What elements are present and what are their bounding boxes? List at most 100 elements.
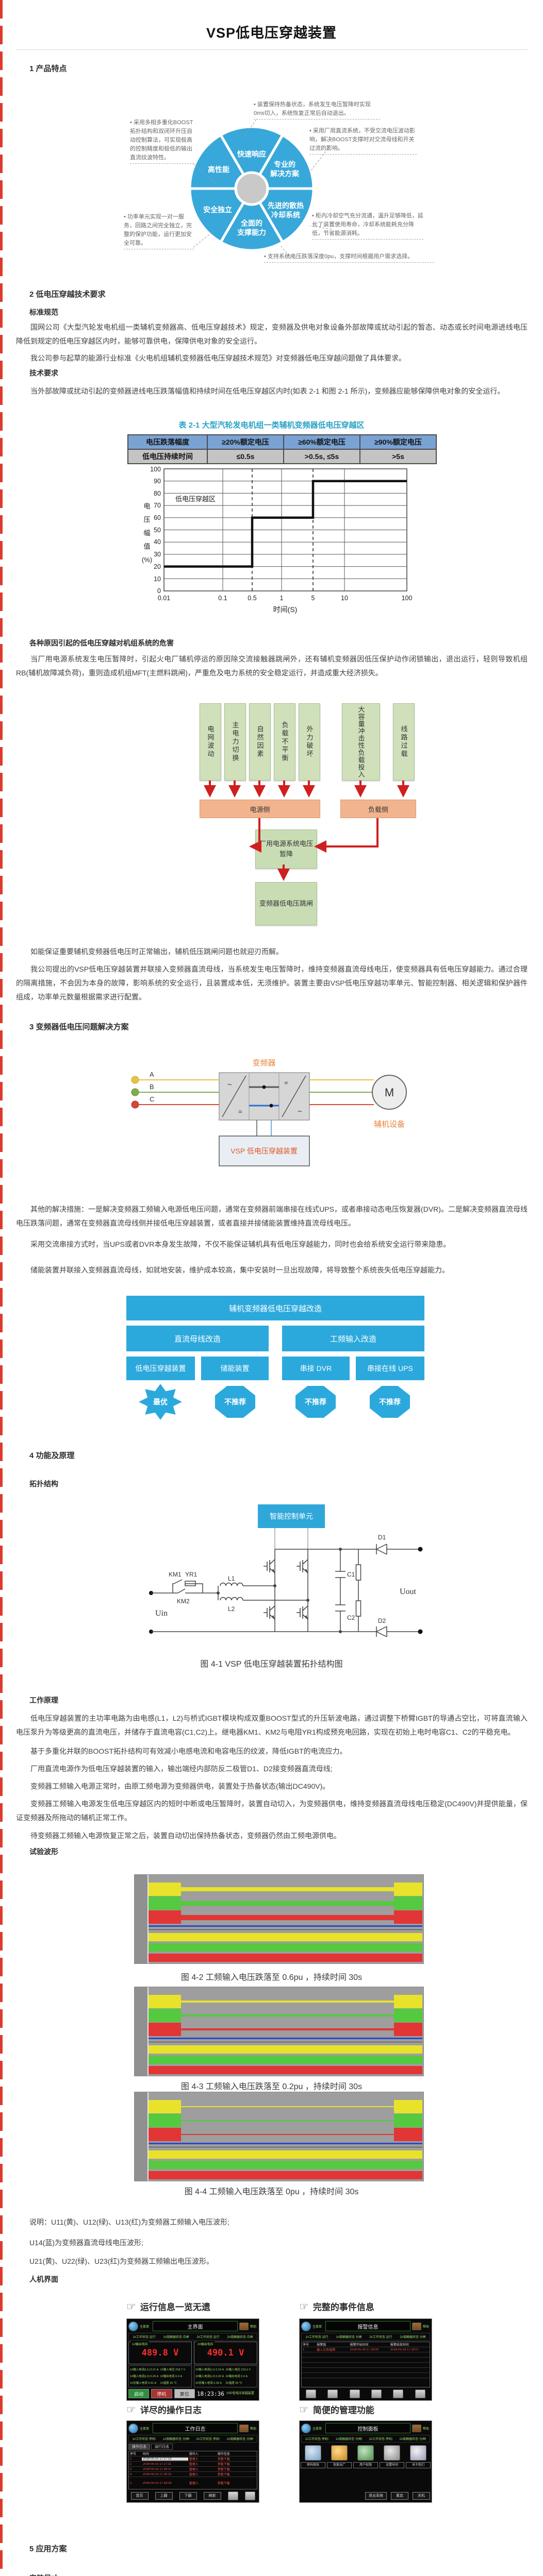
svg-text:0.01: 0.01 [158, 595, 170, 602]
table-cell: >0.5s, ≤5s [283, 449, 360, 464]
phase-c-terminal [131, 1100, 139, 1109]
alarm-row: 1 输入欠压故障 2018-05-16 17:19:00 2018-05-16 … [302, 2347, 430, 2352]
table-header-cell: ≥60%额定电压 [283, 434, 360, 450]
print-icon [393, 2389, 404, 2398]
paragraph: 储能装置并联接入变频器直流母线，如就地安装，维护成本较高，集中安装时一旦出现故障… [30, 1266, 449, 1274]
undo-icon [327, 2389, 338, 2398]
svg-text:10: 10 [341, 595, 348, 602]
svg-text:100: 100 [402, 595, 413, 602]
page-up-button: 上翻 [155, 2492, 173, 2500]
not-recommended-badge: 不推荐 [295, 1386, 336, 1418]
svg-text:(%): (%) [142, 556, 152, 564]
callout-left-bottom: • 功率单元实现一对一服务，回路之间完全独立，完整的保护功能，运行更加安全可靠。 [124, 213, 194, 249]
hmi-header-4: ☞简便的管理功能 [299, 2404, 374, 2416]
phase-b-terminal [131, 1088, 139, 1096]
best-badge: 最优 [139, 1384, 182, 1420]
svg-text:L1: L1 [228, 1575, 235, 1582]
callout-top: • 装置保持热备状态，系统发生电压暂降时实现0ms切入，系统恢复正常后自动退出。 [254, 100, 380, 120]
callout-right-bottom: • 柜内冷却空气充分流通，温升足够降低，延长了装置使用寿命，冷却系统能耗充分降低… [312, 212, 423, 240]
tree-branch: 工频输入改造 [282, 1326, 424, 1351]
cause-box: 负载不平衡 [274, 703, 295, 781]
svg-text:0.1: 0.1 [218, 595, 227, 602]
svg-text:快速响应: 快速响应 [237, 150, 266, 158]
section-3-heading: 3 变频器低电压问题解决方案 [29, 1023, 129, 1031]
alarm-table: 序号 报警值 报警开始时间 报警结束时间 1 输入欠压故障 2018-05-16… [301, 2342, 430, 2387]
help-book-icon [412, 2322, 421, 2330]
inverter-label: 变频器 [252, 1059, 275, 1067]
waveform-0.6pu [134, 1874, 424, 1964]
cause-box: 线路过载 [393, 703, 415, 781]
waveform-note: 说明：U11(黄)、U12(绿)、U13(红)为变频器工频输入电压波形; [29, 2218, 229, 2226]
callout-bottom: • 支持系统电压跌落深度0pu，支撑时间根据用户需求选择。 [264, 252, 434, 263]
hmi-screen-title: 工作日志 [153, 2423, 238, 2433]
svg-text:50: 50 [154, 527, 161, 534]
waveform-note: U21(黄)、U22(绿)、U23(红)为变频器工频输出电压波形。 [29, 2257, 214, 2265]
tree-branch: 直流母线改造 [126, 1326, 269, 1351]
wheel-center [234, 171, 269, 206]
help-book-icon [239, 2322, 249, 2330]
lvrt-boundary-line [164, 480, 407, 568]
section-5-heading: 5 应用方案 [29, 2545, 67, 2553]
svg-text:先进的散热: 先进的散热 [268, 201, 304, 210]
menu-globe-icon [128, 2321, 138, 2331]
redo-icon [349, 2389, 360, 2398]
vsp-box-label: VSP 低电压穿越装置 [231, 1147, 298, 1155]
svg-text:解决方案: 解决方案 [270, 170, 300, 178]
not-recommended-badge: 不推荐 [370, 1386, 410, 1418]
table-header-cell: ≥20%额定电压 [207, 434, 284, 450]
table-header-cell: 电压跌落幅度 [127, 434, 208, 450]
hmi-screen-title: 控制面板 [325, 2423, 410, 2433]
svg-text:C2: C2 [347, 1614, 355, 1621]
hmi-status-bar: 1#工作状态 停机!1#接触器状态 分闸!2#工作状态 停机!2#接触器状态 分… [128, 2435, 257, 2443]
lvrt-zone-chart: 100 90 80 70 60 50 40 30 20 10 0 0.01 0.… [142, 466, 413, 614]
hmi-screen-title: 报警信息 [325, 2321, 410, 2331]
svg-text:安全独立: 安全独立 [203, 206, 232, 214]
svg-text:30: 30 [154, 551, 161, 558]
svg-text:=: = [284, 1079, 288, 1087]
shutdown-button: 关机 [413, 2492, 430, 2500]
export-icon [306, 2389, 317, 2398]
svg-text:值: 值 [143, 543, 150, 550]
topology-diagram: 智能控制单元 [149, 1504, 423, 1637]
svg-text:10: 10 [154, 575, 161, 583]
hand-icon [415, 2389, 425, 2398]
vfd-connection-diagram: 变频器 ~ = = ~ A B C M 辅机设备 VSP 低电压穿越装置 [131, 1059, 407, 1166]
hmi-header-2: ☞完整的事件信息 [299, 2301, 374, 2313]
paragraph: 低电压穿越装置的主功率电路为由电感(L1，L2)与桥式IGBT模块构成双重BOO… [16, 1714, 528, 1736]
table-cell: >5s [359, 449, 437, 464]
table-cell: ≤0.5s [207, 449, 284, 464]
svg-text:Uout: Uout [400, 1587, 417, 1596]
fig-4-1-caption: 图 4-1 VSP 低电压穿越装置拓扑结构图 [200, 1660, 343, 1669]
chart-xlabel: 时间(S) [273, 605, 298, 614]
menu-globe-icon [301, 2321, 311, 2331]
aux-device-label: 辅机设备 [374, 1120, 405, 1129]
hmi-screen-title: 主界面 [153, 2321, 238, 2331]
svg-text:幅: 幅 [143, 529, 150, 537]
page-down-button: 下翻 [179, 2492, 197, 2500]
stop-button: 停机 [151, 2389, 172, 2398]
subheading-dimensions: 安装尺寸 [29, 2573, 58, 2576]
subheading-hmi: 人机界面 [29, 2275, 58, 2283]
paragraph: 待变频器工频输入电源恢复正常之后，装置自动切出保持热备状态，变频器仍然由工频电源… [30, 1832, 341, 1840]
table-header-cell: ≥90%额定电压 [359, 434, 437, 450]
svg-text:电: 电 [143, 502, 150, 510]
start-button: 启动 [128, 2389, 150, 2398]
source-side-box: 电源侧 [200, 800, 320, 818]
waveform-0pu [134, 2092, 424, 2181]
wheel-connectors [193, 119, 332, 259]
pointing-hand-icon: ☞ [126, 2404, 136, 2416]
first-page-button: 首页 [130, 2492, 149, 2500]
divider [15, 49, 528, 50]
hmi-control-panel-screen: 主菜单 控制面板 帮助 1#工作状态 停机!1#接触器状态 分闸!2#工作状态 … [299, 2420, 432, 2503]
tab-operation-log: 操作日志 [128, 2444, 150, 2450]
cause-box: 大容量冲击性负载投入 [342, 703, 380, 781]
paragraph: 国网公司《大型汽轮发电机组一类辅机变频器高、低电压穿越技术》规定，变频器及供电对… [16, 323, 528, 345]
svg-text:1: 1 [280, 595, 284, 602]
svg-text:冷却系统: 冷却系统 [271, 211, 300, 219]
svg-text:支撑能力: 支撑能力 [237, 228, 266, 236]
cause-box: 电网波动 [200, 703, 221, 781]
motor-circle [372, 1075, 407, 1110]
svg-text:D1: D1 [378, 1534, 386, 1541]
harm-heading: 各种原因引起的低电压穿越对机组系统的危害 [29, 639, 174, 647]
